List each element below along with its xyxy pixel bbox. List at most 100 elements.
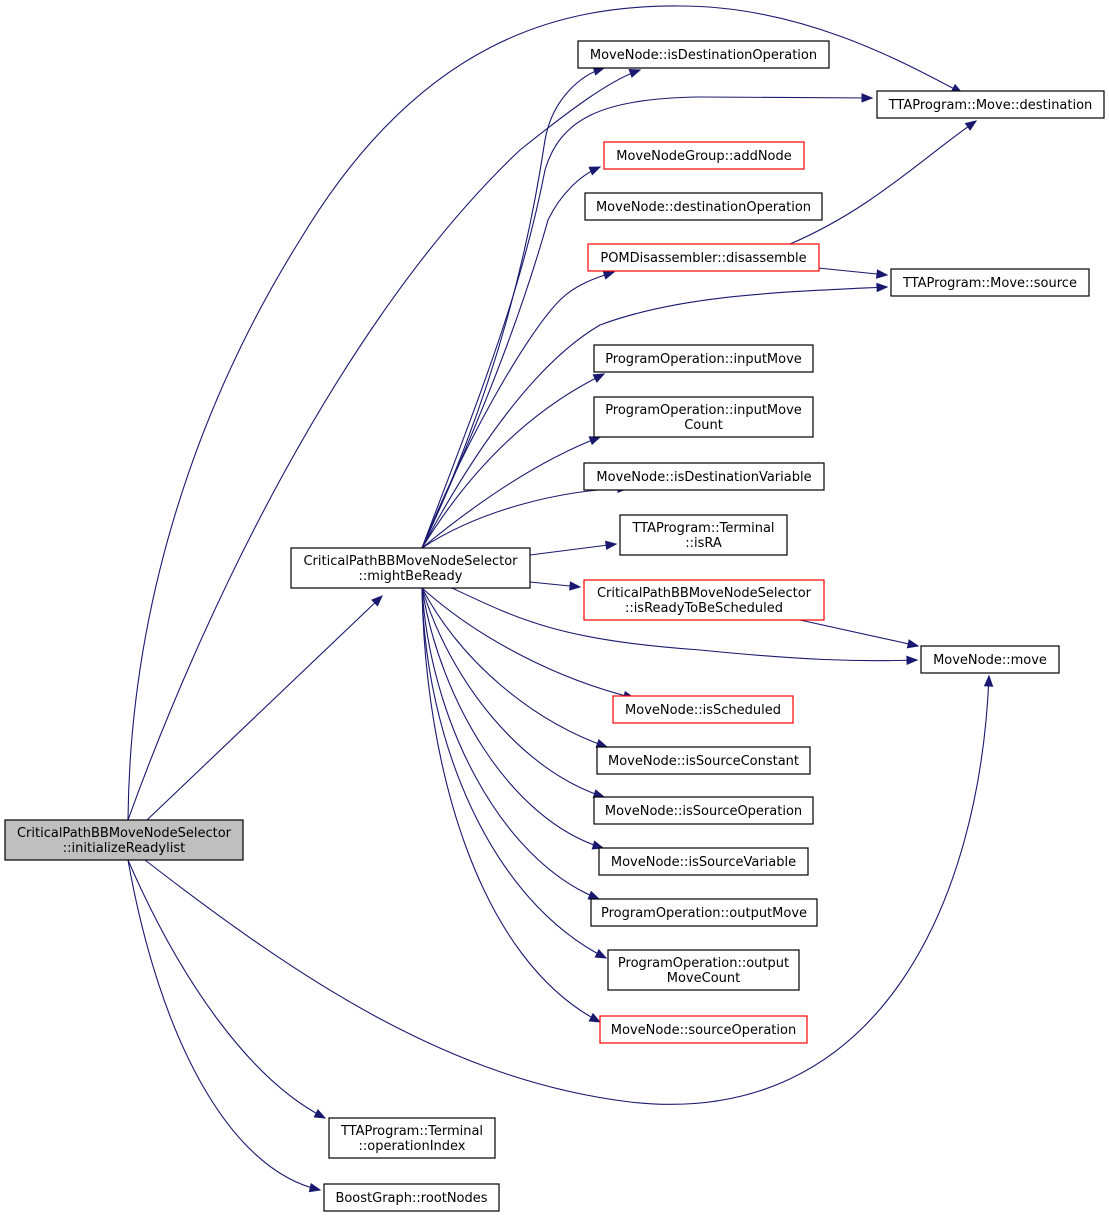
edge-mightBeReady-to-inputMoveCount bbox=[421, 436, 602, 549]
edge-line bbox=[789, 120, 977, 245]
node-isDestinationOperation[interactable]: MoveNode::isDestinationOperation bbox=[577, 40, 830, 69]
node-label-line: CriticalPathBBMoveNodeSelector bbox=[597, 586, 812, 601]
edge-mightBeReady-to-move bbox=[451, 587, 919, 666]
arrowhead-icon bbox=[588, 166, 602, 176]
arrowhead-icon bbox=[594, 949, 608, 959]
node-isScheduled[interactable]: MoveNode::isScheduled bbox=[612, 695, 794, 724]
node-box bbox=[577, 40, 830, 69]
node-moveSource[interactable]: TTAProgram::Move::source bbox=[890, 268, 1090, 297]
node-label-line: MoveNodeGroup::addNode bbox=[616, 149, 792, 164]
arrowhead-icon bbox=[592, 373, 606, 383]
node-box bbox=[593, 344, 814, 373]
node-box bbox=[290, 547, 531, 589]
node-isDestinationVariable[interactable]: MoveNode::isDestinationVariable bbox=[583, 462, 825, 491]
edge-mightBeReady-to-isRA bbox=[529, 540, 618, 556]
edge-root-to-moveDestination bbox=[127, 5, 964, 821]
node-operationIndex[interactable]: TTAProgram::Terminal::operationIndex bbox=[328, 1117, 496, 1159]
node-label-line: ::initializeReadylist bbox=[63, 841, 185, 856]
edge-root-to-isDestinationOperation bbox=[127, 68, 642, 821]
arrowhead-icon bbox=[964, 120, 978, 131]
edge-line bbox=[421, 67, 605, 549]
edge-root-to-rootNodes bbox=[127, 859, 322, 1193]
node-box bbox=[876, 90, 1105, 119]
node-isSourceVariable[interactable]: MoveNode::isSourceVariable bbox=[598, 847, 809, 876]
arrowhead-icon bbox=[588, 1012, 602, 1023]
edge-line bbox=[451, 587, 918, 662]
node-moveDestination[interactable]: TTAProgram::Move::destination bbox=[876, 90, 1105, 119]
edge-mightBeReady-to-outputMove bbox=[421, 587, 601, 900]
edge-line bbox=[127, 5, 963, 821]
node-label-line: Count bbox=[684, 418, 723, 433]
edge-root-to-operationIndex bbox=[127, 859, 327, 1119]
edge-line bbox=[421, 286, 888, 549]
nodes-layer: CriticalPathBBMoveNodeSelector::initiali… bbox=[4, 40, 1105, 1212]
arrowhead-icon bbox=[313, 1109, 327, 1119]
node-addNode[interactable]: MoveNodeGroup::addNode bbox=[603, 141, 805, 170]
node-isSourceConstant[interactable]: MoveNode::isSourceConstant bbox=[596, 746, 811, 775]
node-label-line: MoveNode::isDestinationVariable bbox=[596, 470, 811, 485]
node-box bbox=[583, 462, 825, 491]
node-disassemble[interactable]: POMDisassembler::disassemble bbox=[587, 243, 820, 272]
node-isSourceOperation[interactable]: MoveNode::isSourceOperation bbox=[593, 796, 814, 825]
edges-layer bbox=[127, 5, 994, 1193]
edge-mightBeReady-to-isSourceVariable bbox=[421, 587, 605, 850]
arrowhead-icon bbox=[588, 436, 602, 446]
edge-line bbox=[799, 619, 919, 647]
node-label-line: ProgramOperation::inputMove bbox=[605, 403, 802, 418]
edge-root-to-move bbox=[144, 674, 994, 1105]
arrowhead-icon bbox=[308, 1182, 322, 1193]
node-box bbox=[603, 141, 805, 170]
node-label-line: MoveNode::destinationOperation bbox=[596, 200, 811, 215]
node-box bbox=[584, 192, 823, 221]
node-isRA[interactable]: TTAProgram::Terminal::isRA bbox=[619, 514, 788, 556]
node-root[interactable]: CriticalPathBBMoveNodeSelector::initiali… bbox=[4, 819, 244, 861]
edge-line bbox=[421, 373, 605, 549]
node-box bbox=[4, 819, 244, 861]
edge-line bbox=[146, 595, 383, 821]
node-isReadyToBeScheduled[interactable]: CriticalPathBBMoveNodeSelector::isReadyT… bbox=[583, 579, 825, 621]
node-box bbox=[593, 396, 814, 438]
edge-isReadyToBeScheduled-to-move bbox=[799, 619, 920, 649]
node-box bbox=[612, 695, 794, 724]
node-box bbox=[587, 243, 820, 272]
edge-line bbox=[421, 436, 601, 549]
node-destinationOperation[interactable]: MoveNode::destinationOperation bbox=[584, 192, 823, 221]
edge-line bbox=[421, 587, 607, 959]
node-label-line: MoveNode::isDestinationOperation bbox=[590, 48, 817, 63]
node-label-line: ::isRA bbox=[685, 536, 722, 551]
node-box bbox=[920, 645, 1060, 674]
node-mightBeReady[interactable]: CriticalPathBBMoveNodeSelector::mightBeR… bbox=[290, 547, 531, 589]
edge-line bbox=[421, 487, 629, 549]
arrowhead-icon bbox=[569, 581, 582, 591]
node-outputMove[interactable]: ProgramOperation::outputMove bbox=[590, 898, 818, 927]
node-move[interactable]: MoveNode::move bbox=[920, 645, 1060, 674]
edge-line bbox=[421, 166, 601, 549]
node-label-line: ::isReadyToBeScheduled bbox=[625, 601, 783, 616]
node-label-line: ProgramOperation::outputMove bbox=[601, 906, 807, 921]
node-label-line: MoveNode::isSourceVariable bbox=[611, 855, 796, 870]
edge-disassemble-to-moveDestination bbox=[789, 120, 978, 245]
node-label-line: MoveNode::isScheduled bbox=[625, 703, 781, 718]
node-label-line: POMDisassembler::disassemble bbox=[600, 251, 806, 266]
node-label-line: TTAProgram::Move::destination bbox=[888, 98, 1093, 113]
edge-root-to-mightBeReady bbox=[146, 595, 383, 821]
edge-line bbox=[127, 859, 321, 1191]
node-label-line: ::mightBeReady bbox=[359, 569, 463, 584]
arrowhead-icon bbox=[595, 739, 609, 748]
edge-mightBeReady-to-moveSource bbox=[421, 282, 889, 549]
node-inputMove[interactable]: ProgramOperation::inputMove bbox=[593, 344, 814, 373]
edge-mightBeReady-to-isDestinationOperation bbox=[421, 66, 606, 549]
node-box bbox=[598, 847, 809, 876]
edge-line bbox=[421, 271, 615, 549]
edge-line bbox=[127, 859, 326, 1119]
arrowhead-icon bbox=[876, 282, 889, 293]
arrowhead-icon bbox=[591, 840, 605, 850]
node-box bbox=[323, 1183, 500, 1212]
node-sourceOperation[interactable]: MoveNode::sourceOperation bbox=[599, 1015, 808, 1044]
edge-mightBeReady-to-sourceOperation bbox=[421, 587, 602, 1023]
node-box bbox=[590, 898, 818, 927]
node-rootNodes[interactable]: BoostGraph::rootNodes bbox=[323, 1183, 500, 1212]
node-box bbox=[596, 746, 811, 775]
